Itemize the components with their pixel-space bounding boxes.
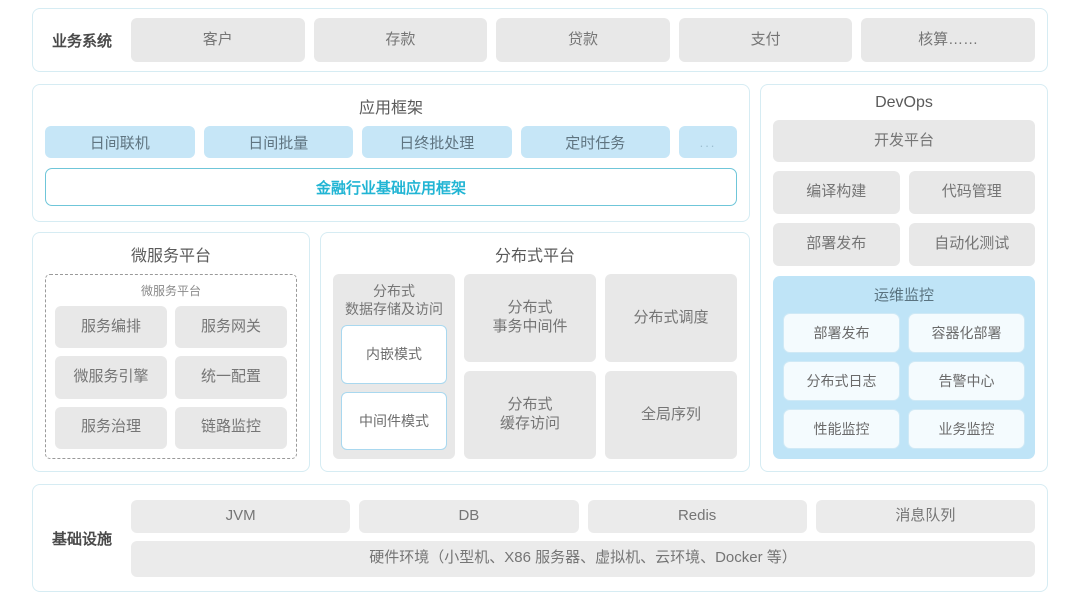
business-system-loan[interactable]: 贷款: [496, 18, 670, 62]
monitoring-item-alert-center[interactable]: 告警中心: [908, 361, 1025, 401]
distributed-platform-body: 分布式 数据存储及访问 内嵌模式 中间件模式 分布式 事务中间件 分布式调度 分…: [333, 274, 737, 459]
microservice-platform-title: 微服务平台: [130, 248, 211, 265]
infrastructure-item-redis[interactable]: Redis: [587, 499, 807, 533]
distributed-item-global-sequence[interactable]: 全局序列: [605, 371, 737, 459]
platform-section: 应用框架 日间联机 日间批量 日终批处理 定时任务 ... 金融行业基础应用框架…: [32, 84, 1048, 472]
infrastructure-items: JVM DB Redis 消息队列: [131, 499, 1035, 533]
microservice-platform-subtitle: 微服务平台: [140, 284, 201, 298]
microservice-platform-inner: 微服务平台 服务编排 服务网关 微服务引擎 统一配置 服务治理 链路监控: [45, 274, 297, 459]
infrastructure-label: 基础设施: [51, 530, 112, 548]
devops-item-compile-build[interactable]: 编译构建: [773, 171, 900, 214]
business-system-deposit[interactable]: 存款: [313, 18, 488, 62]
infrastructure-item-db[interactable]: DB: [359, 499, 579, 533]
app-framework-item-online[interactable]: 日间联机: [45, 126, 195, 158]
distributed-storage-column: 分布式 数据存储及访问 内嵌模式 中间件模式: [333, 274, 455, 459]
app-framework-item-more[interactable]: ...: [679, 126, 737, 158]
microservice-item-unified-config[interactable]: 统一配置: [175, 356, 287, 399]
operations-monitoring-title: 运维监控: [873, 287, 934, 304]
application-framework-title: 应用框架: [358, 100, 423, 117]
microservice-item-trace-monitoring[interactable]: 链路监控: [175, 406, 287, 449]
platform-lower-row: 微服务平台 微服务平台 服务编排 服务网关 微服务引擎 统一配置 服务治理 链路…: [32, 232, 750, 472]
business-system-payment[interactable]: 支付: [678, 18, 853, 62]
devops-items-grid: 编译构建 代码管理 部署发布 自动化测试: [773, 171, 1035, 266]
microservice-item-orchestration[interactable]: 服务编排: [55, 306, 167, 349]
application-framework-items: 日间联机 日间批量 日终批处理 定时任务 ...: [45, 126, 737, 158]
monitoring-item-distributed-log[interactable]: 分布式日志: [783, 361, 900, 401]
platform-left-column: 应用框架 日间联机 日间批量 日终批处理 定时任务 ... 金融行业基础应用框架…: [32, 84, 750, 472]
microservice-item-gateway[interactable]: 服务网关: [175, 306, 287, 349]
microservice-item-governance[interactable]: 服务治理: [55, 406, 167, 449]
distributed-platform-panel: 分布式平台 分布式 数据存储及访问 内嵌模式 中间件模式 分布式 事务中间件 分…: [320, 232, 750, 472]
app-framework-item-eod-batch[interactable]: 日终批处理: [362, 126, 512, 158]
infrastructure-stack: JVM DB Redis 消息队列 硬件环境（小型机、X86 服务器、虚拟机、云…: [131, 499, 1035, 577]
devops-item-automated-testing[interactable]: 自动化测试: [908, 223, 1035, 266]
business-systems-items: 客户 存款 贷款 支付 核算……: [131, 18, 1035, 62]
business-system-accounting[interactable]: 核算……: [861, 18, 1035, 62]
distributed-item-scheduling[interactable]: 分布式调度: [605, 274, 737, 362]
application-framework-panel: 应用框架 日间联机 日间批量 日终批处理 定时任务 ... 金融行业基础应用框架: [32, 84, 750, 222]
app-framework-item-scheduled-task[interactable]: 定时任务: [520, 126, 670, 158]
distributed-storage-title: 分布式 数据存储及访问: [345, 283, 443, 317]
devops-column: DevOps 开发平台 编译构建 代码管理 部署发布 自动化测试 运维监控 部署…: [760, 84, 1048, 472]
distributed-storage-mode-middleware[interactable]: 中间件模式: [341, 391, 447, 450]
microservice-platform-grid: 服务编排 服务网关 微服务引擎 统一配置 服务治理 链路监控: [55, 306, 287, 449]
devops-panel: DevOps 开发平台 编译构建 代码管理 部署发布 自动化测试 运维监控 部署…: [760, 84, 1048, 472]
microservice-platform-panel: 微服务平台 微服务平台 服务编排 服务网关 微服务引擎 统一配置 服务治理 链路…: [32, 232, 310, 472]
infrastructure-item-message-queue[interactable]: 消息队列: [815, 499, 1035, 533]
microservice-item-engine[interactable]: 微服务引擎: [55, 356, 167, 399]
monitoring-item-containerized-deploy[interactable]: 容器化部署: [908, 313, 1025, 353]
distributed-platform-title: 分布式平台: [494, 248, 575, 265]
devops-title: DevOps: [875, 94, 933, 111]
base-application-framework[interactable]: 金融行业基础应用框架: [45, 168, 737, 206]
operations-monitoring-grid: 部署发布 容器化部署 分布式日志 告警中心 性能监控 业务监控: [783, 313, 1025, 449]
monitoring-item-performance[interactable]: 性能监控: [783, 409, 900, 449]
monitoring-item-deploy-release[interactable]: 部署发布: [783, 313, 900, 353]
business-systems-panel: 业务系统 客户 存款 贷款 支付 核算……: [32, 8, 1048, 72]
infrastructure-hardware-environment[interactable]: 硬件环境（小型机、X86 服务器、虚拟机、云环境、Docker 等）: [131, 540, 1035, 577]
distributed-storage-mode-embedded[interactable]: 内嵌模式: [341, 325, 447, 384]
distributed-item-transaction-middleware[interactable]: 分布式 事务中间件: [464, 274, 596, 362]
app-framework-item-batch[interactable]: 日间批量: [203, 126, 353, 158]
distributed-item-cache-access[interactable]: 分布式 缓存访问: [464, 371, 596, 459]
devops-dev-platform[interactable]: 开发平台: [773, 120, 1035, 162]
distributed-platform-grid: 分布式 事务中间件 分布式调度 分布式 缓存访问 全局序列: [464, 274, 737, 459]
devops-item-deploy-release[interactable]: 部署发布: [773, 223, 900, 266]
operations-monitoring-panel: 运维监控 部署发布 容器化部署 分布式日志 告警中心 性能监控 业务监控: [773, 276, 1035, 459]
monitoring-item-business[interactable]: 业务监控: [908, 409, 1025, 449]
infrastructure-item-jvm[interactable]: JVM: [131, 499, 351, 533]
business-systems-label: 业务系统: [51, 32, 112, 50]
devops-item-code-management[interactable]: 代码管理: [908, 171, 1035, 214]
infrastructure-panel: 基础设施 JVM DB Redis 消息队列 硬件环境（小型机、X86 服务器、…: [32, 484, 1048, 592]
business-system-customer[interactable]: 客户: [131, 18, 305, 62]
